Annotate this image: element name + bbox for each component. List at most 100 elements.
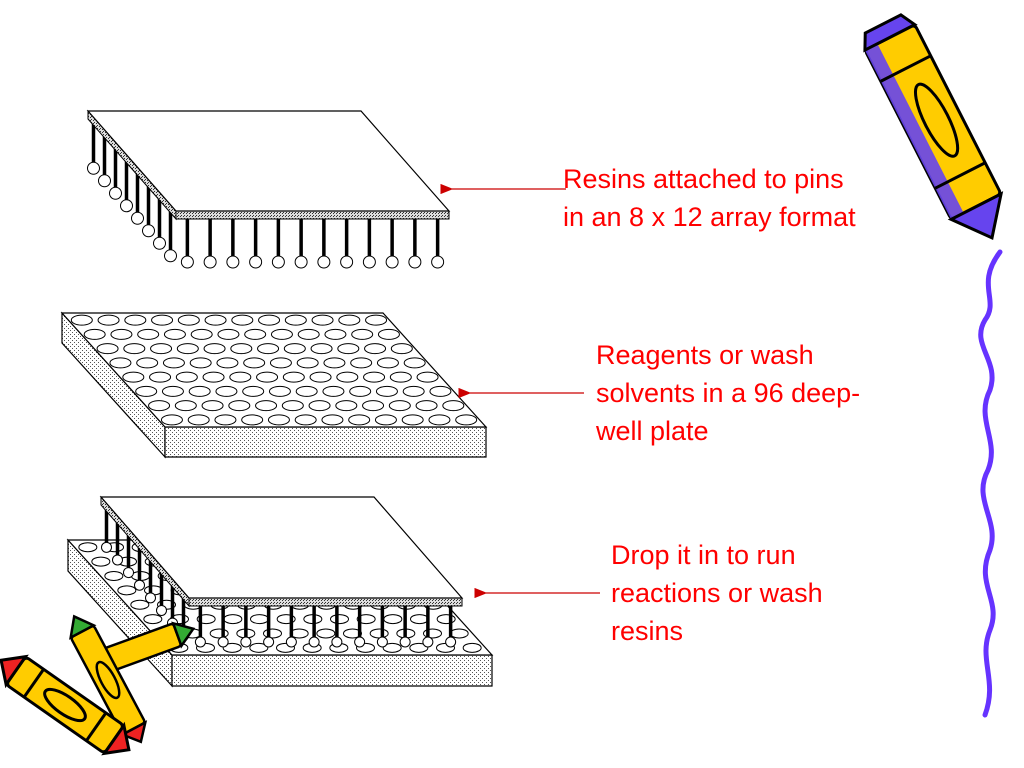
well	[136, 357, 159, 369]
well	[388, 400, 411, 412]
pin-head	[362, 255, 376, 269]
pin-head	[153, 236, 166, 250]
well	[109, 357, 132, 369]
well	[216, 357, 239, 369]
pin-head	[240, 636, 252, 648]
well	[436, 614, 456, 625]
well	[282, 371, 305, 383]
well	[117, 585, 137, 596]
well	[377, 328, 400, 340]
pin-head	[331, 636, 343, 648]
well	[281, 400, 304, 412]
pin-head	[131, 211, 144, 225]
caption-line: Drop it in to run	[611, 540, 796, 570]
pin-head	[271, 255, 285, 269]
well	[284, 314, 307, 326]
well	[176, 343, 199, 355]
pin-head	[194, 636, 206, 648]
well	[163, 328, 186, 340]
well	[365, 314, 388, 326]
well	[97, 314, 120, 326]
well	[148, 400, 171, 412]
well	[110, 328, 133, 340]
pin-head	[164, 249, 177, 263]
well	[283, 343, 306, 355]
well	[149, 371, 172, 383]
well	[83, 328, 106, 340]
pin-head	[422, 636, 434, 648]
crayon-icon	[863, 13, 1004, 240]
plate-top	[99, 496, 464, 599]
well	[203, 343, 226, 355]
well	[295, 385, 318, 397]
plate-front-edge	[175, 210, 450, 220]
pin-head	[120, 199, 133, 213]
well	[160, 414, 183, 426]
well	[374, 414, 397, 426]
plate-front-edge	[188, 597, 463, 607]
well	[337, 343, 360, 355]
well	[316, 628, 336, 639]
pin-head	[203, 255, 217, 269]
pin-array-plate-icon	[86, 109, 451, 269]
well	[294, 414, 317, 426]
well	[123, 343, 146, 355]
well	[229, 371, 252, 383]
caption-line: in an 8 x 12 array format	[563, 202, 856, 232]
well	[177, 314, 200, 326]
caption-line: Reagents or wash	[596, 340, 814, 370]
pin-head	[142, 224, 155, 238]
well	[375, 385, 398, 397]
caption-well-plate: Reagents or wash solvents in a 96 deep- …	[596, 336, 860, 450]
pin-head	[98, 174, 111, 188]
well	[382, 642, 402, 653]
caption-line: resins	[611, 616, 684, 646]
well	[187, 414, 210, 426]
well	[122, 371, 145, 383]
well	[415, 400, 438, 412]
well	[244, 328, 267, 340]
well	[78, 542, 98, 553]
well	[255, 400, 278, 412]
pin-head	[263, 636, 275, 648]
well	[428, 414, 451, 426]
well	[401, 414, 424, 426]
well	[389, 371, 412, 383]
pin-head	[249, 255, 263, 269]
pin-head	[87, 161, 100, 175]
well	[429, 385, 452, 397]
well	[350, 357, 373, 369]
pin-head	[340, 255, 354, 269]
well	[351, 328, 374, 340]
well	[150, 343, 173, 355]
caption-drop-in: Drop it in to run reactions or wash resi…	[611, 536, 823, 650]
caption-line: solvents in a 96 deep-	[596, 378, 861, 408]
well	[209, 628, 229, 639]
pin-head	[101, 541, 112, 553]
well	[258, 314, 281, 326]
well	[343, 628, 362, 639]
well	[161, 385, 184, 397]
pin-head	[431, 255, 445, 269]
pin-head	[123, 567, 134, 579]
well	[263, 628, 282, 639]
pin-head	[217, 636, 229, 648]
pin-head	[109, 186, 122, 200]
crayon-icon	[0, 654, 131, 756]
pin-head	[134, 579, 145, 591]
well	[362, 400, 385, 412]
well	[217, 328, 240, 340]
well	[322, 385, 345, 397]
well	[390, 343, 413, 355]
well	[297, 328, 320, 340]
well	[202, 371, 225, 383]
pin-head	[385, 255, 399, 269]
well	[270, 328, 293, 340]
well	[267, 414, 290, 426]
well	[336, 371, 359, 383]
well	[243, 357, 266, 369]
well	[190, 328, 213, 340]
well	[241, 414, 264, 426]
well	[349, 385, 372, 397]
